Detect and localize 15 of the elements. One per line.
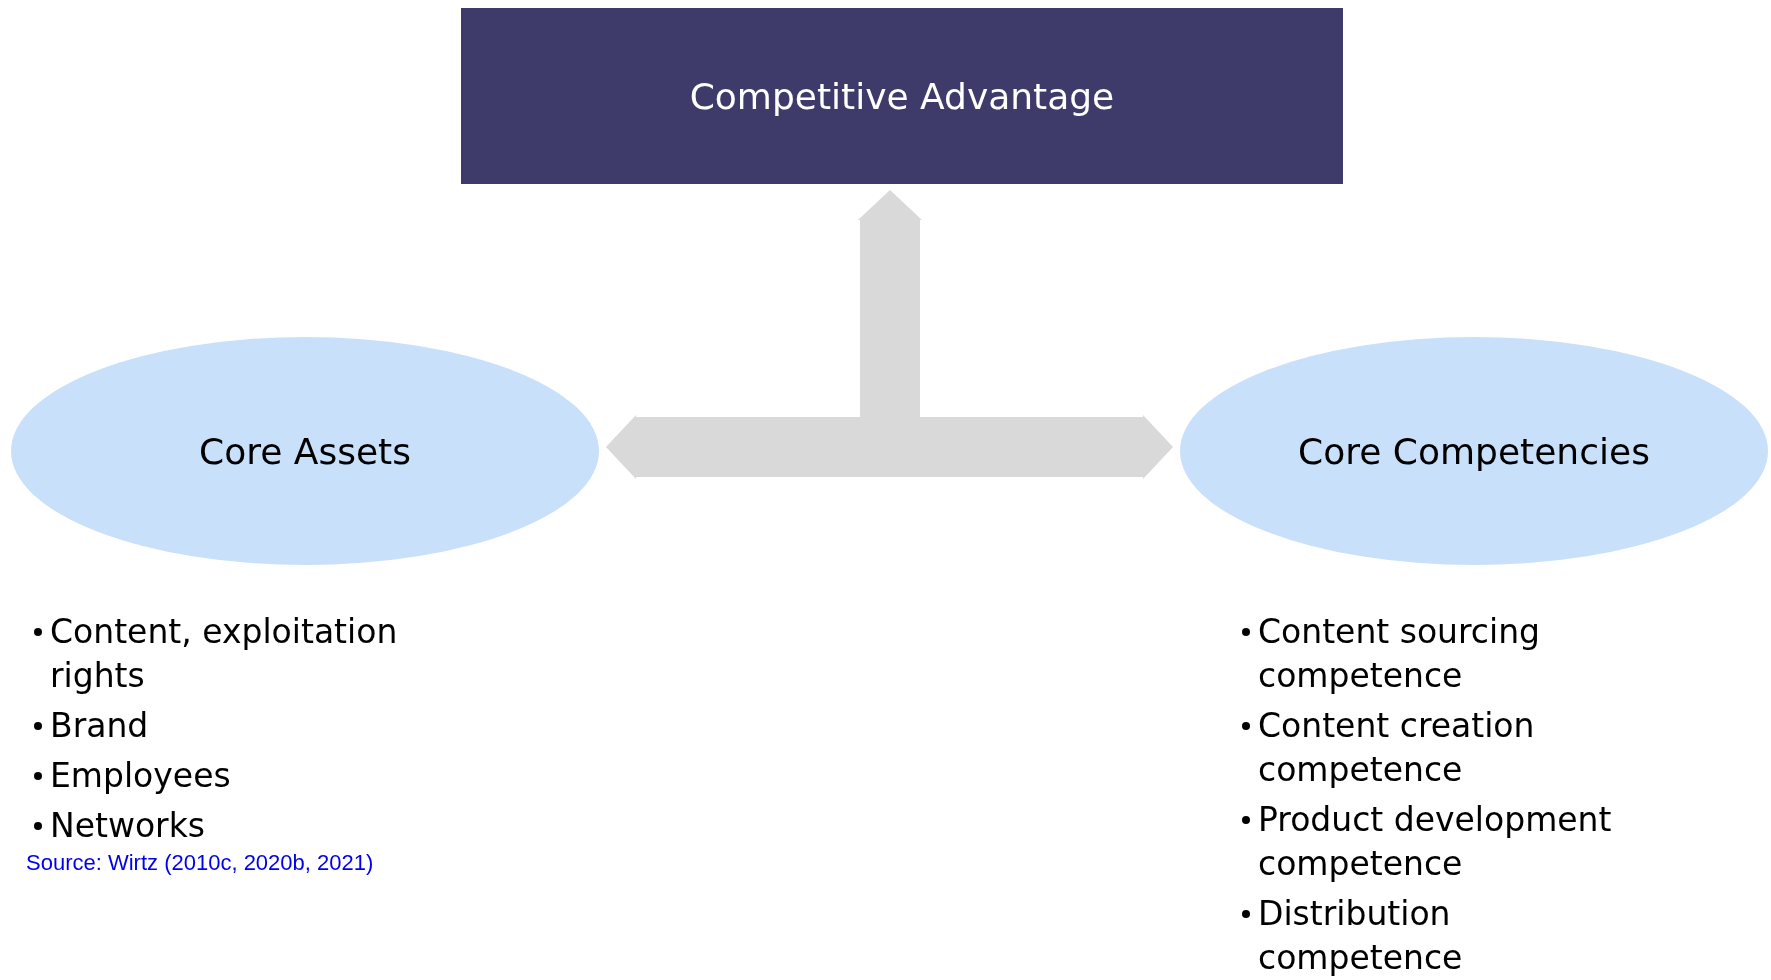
- bullet-item: Brand: [50, 706, 149, 745]
- bullet-item: Content creation competence: [1258, 706, 1535, 789]
- node-title: Competitive Advantage: [689, 75, 1115, 117]
- block-arrow: [858, 190, 922, 417]
- node-title: Core Competencies: [1298, 430, 1650, 472]
- heading-box: [461, 8, 1343, 184]
- bullet-item: Content sourcing competence: [1258, 612, 1541, 695]
- bullet-item: Employees: [50, 756, 231, 795]
- bullet-item: Product development competence: [1258, 800, 1612, 883]
- block-arrow: [606, 415, 1173, 479]
- bullet-item: Networks: [50, 806, 205, 845]
- bullet-item: Content, exploitation rights: [50, 612, 398, 695]
- node-title: Core Assets: [199, 430, 411, 472]
- bullet-item: Distribution competence: [1258, 894, 1463, 977]
- source-note: Source: Wirtz (2010c, 2020b, 2021): [26, 850, 374, 876]
